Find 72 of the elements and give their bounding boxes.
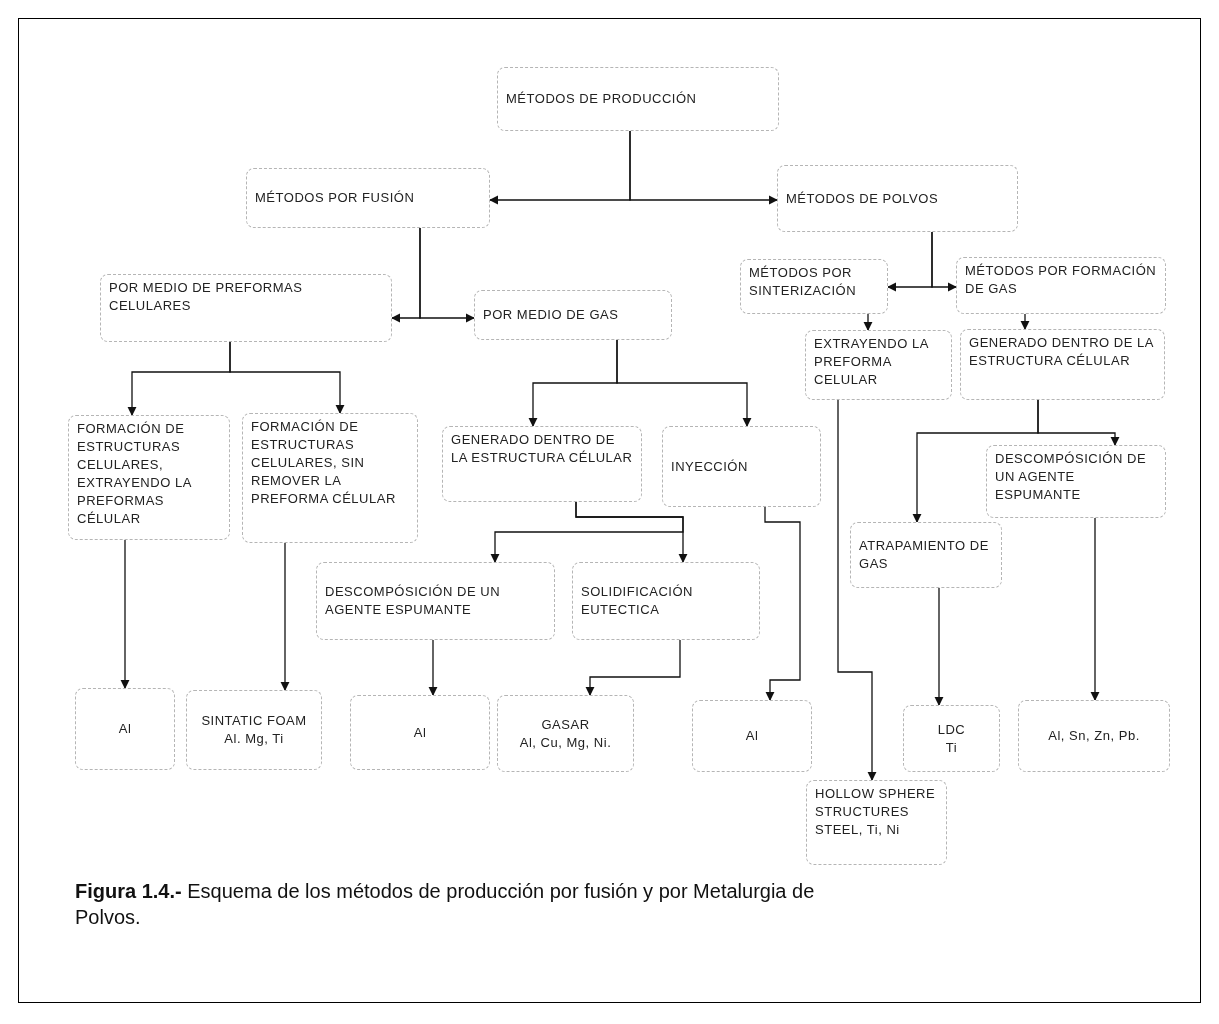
- process-box: [777, 165, 1018, 232]
- node-text: POR MEDIO DE GAS: [483, 306, 620, 324]
- process-box: [474, 290, 672, 340]
- connector-arrow: [428, 639, 438, 696]
- node-text: DESCOMPÓSICIÓN DE UN AGENTE ESPUMANTE: [995, 450, 1148, 504]
- connector-arrow: [764, 506, 801, 701]
- figure-caption: Figura 1.4.- Esquema de los métodos de producción por fusión y por Metalurgia de Polvos.: [75, 879, 815, 930]
- process-box: [960, 329, 1165, 400]
- node-text: GENERADO DENTRO DE LA ESTRUCTURA CÉLULAR: [451, 431, 633, 467]
- node-text: MÉTODOS POR SINTERIZACIÓN: [749, 264, 858, 300]
- process-box: [805, 330, 952, 400]
- connector-arrow: [229, 341, 345, 414]
- node-text: Al, Sn, Zn, Pb.: [1048, 727, 1140, 745]
- connector-arrow: [1090, 517, 1100, 701]
- node-text: GASAR: [541, 715, 590, 734]
- node-text: LDC: [937, 720, 966, 739]
- node-text: Ti: [945, 738, 958, 757]
- node-text: FORMACIÓN DE ESTRUCTURAS CELULARES, EXTRAYENDO LA PREFORMAS CÉLULAR: [77, 420, 193, 528]
- node-text: MÉTODOS POR FORMACIÓN DE GAS: [965, 262, 1157, 298]
- node-text: HOLLOW SPHERE STRUCTURES: [815, 785, 937, 821]
- process-box: [850, 522, 1002, 588]
- process-box: [75, 688, 175, 770]
- process-box: [100, 274, 392, 342]
- process-box: [242, 413, 418, 543]
- node-text: Al: [118, 720, 132, 738]
- process-box: [316, 562, 555, 640]
- connector-arrow: [931, 231, 957, 292]
- process-box: [350, 695, 490, 770]
- node-text: POR MEDIO DE PREFORMAS CELULARES: [109, 279, 304, 315]
- connector-arrow: [912, 399, 1039, 523]
- process-box: [740, 259, 888, 314]
- process-box: [806, 780, 947, 865]
- node-text: INYECCIÓN: [671, 457, 749, 476]
- node-text: ATRAPAMIENTO DE GAS: [859, 537, 990, 573]
- node-text: EXTRAYENDO LA PREFORMA CELULAR: [814, 335, 930, 389]
- process-box: [442, 426, 642, 502]
- process-box: [986, 445, 1166, 518]
- process-box: [68, 415, 230, 540]
- node-text: DESCOMPÓSICIÓN DE UN AGENTE ESPUMANTE: [325, 583, 502, 619]
- connector-arrow: [629, 130, 778, 205]
- connector-arrow: [934, 587, 944, 706]
- connector-arrow: [280, 542, 290, 691]
- node-text: Al: [745, 727, 759, 745]
- connector-arrow: [585, 639, 681, 696]
- node-text: SOLIDIFICACIÓN EUTECTICA: [581, 583, 695, 619]
- process-box: [497, 695, 634, 772]
- node-text: Al. Mg, Ti: [224, 730, 284, 748]
- connector-arrow: [120, 539, 130, 689]
- process-box: [497, 67, 779, 131]
- node-text: MÉTODOS POR FUSIÓN: [255, 189, 416, 207]
- connector-arrow: [419, 227, 475, 323]
- node-text: MÉTODOS DE POLVOS: [786, 189, 940, 208]
- node-text: STEEL, Ti, Ni: [815, 821, 901, 839]
- process-box: [246, 168, 490, 228]
- node-text: SINTATIC FOAM: [201, 712, 307, 730]
- node-text: FORMACIÓN DE ESTRUCTURAS CELULARES, SIN REMOVER LA PREFORMA CÉLULAR: [251, 418, 397, 508]
- process-box: [186, 690, 322, 770]
- connector-arrow: [616, 339, 752, 427]
- process-box: [572, 562, 760, 640]
- node-text: Al, Cu, Mg, Ni.: [519, 733, 612, 752]
- connector-arrow: [575, 501, 688, 563]
- node-text: GENERADO DENTRO DE LA ESTRUCTURA CÉLULAR: [969, 334, 1155, 370]
- process-box: [1018, 700, 1170, 772]
- process-box: [956, 257, 1166, 314]
- process-box: [662, 426, 821, 507]
- node-text: Al: [413, 723, 427, 742]
- connector-arrow: [837, 399, 877, 781]
- node-text: MÉTODOS DE PRODUCCIÓN: [506, 90, 698, 108]
- connector-arrow: [863, 313, 873, 331]
- process-box: [692, 700, 812, 772]
- process-box: [903, 705, 1000, 772]
- connector-arrow: [1020, 313, 1030, 330]
